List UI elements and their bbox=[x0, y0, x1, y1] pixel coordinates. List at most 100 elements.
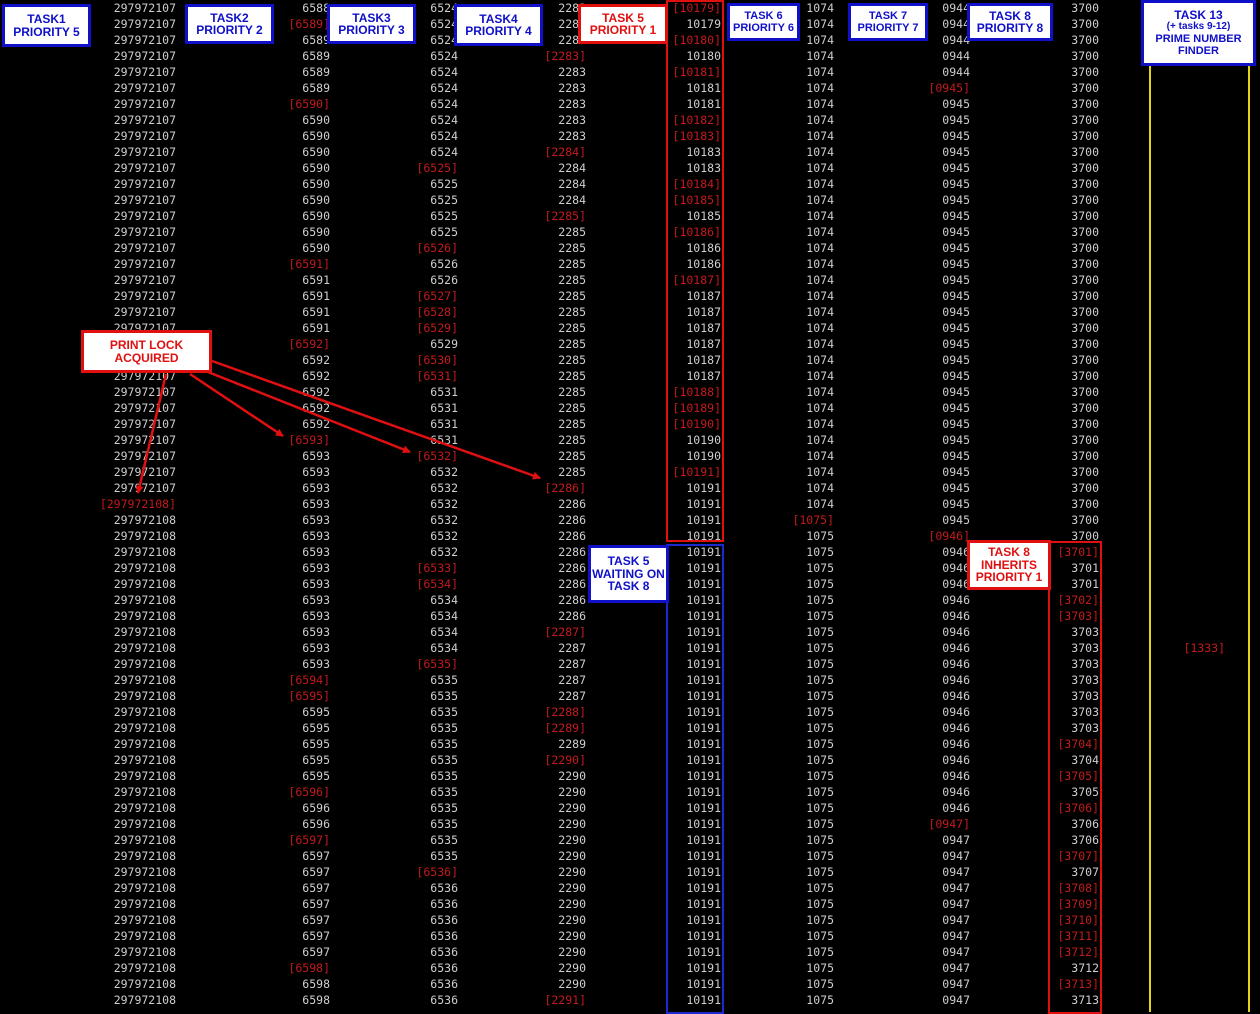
task6-cell: 1075 bbox=[806, 545, 834, 559]
task5-cell: 10191 bbox=[686, 833, 721, 847]
task7-cell: 0945 bbox=[942, 401, 970, 415]
task4-cell: 2289 bbox=[558, 737, 586, 751]
task5-cell: 10191 bbox=[686, 801, 721, 815]
task1-cell: 297972108 bbox=[113, 641, 176, 655]
task7-cell: 0946 bbox=[942, 625, 970, 639]
task3-cell: 6524 bbox=[430, 81, 458, 95]
task6-cell: 1074 bbox=[806, 97, 834, 111]
task2-cell: 6597 bbox=[302, 849, 330, 863]
task1-cell: 297972107 bbox=[113, 401, 176, 415]
task3-cell: 6525 bbox=[430, 225, 458, 239]
task1-cell: 297972108 bbox=[113, 753, 176, 767]
task6-cell: 1075 bbox=[806, 913, 834, 927]
task4-cell: 2290 bbox=[558, 945, 586, 959]
task3-cell: 6535 bbox=[430, 721, 458, 735]
print-lock-line1: PRINT LOCK bbox=[109, 338, 184, 352]
task2-cell-highlighted: [6592] bbox=[288, 337, 330, 351]
task8-cell: 3700 bbox=[1071, 241, 1099, 255]
task1-name: TASK1 bbox=[27, 12, 66, 26]
task7-cell: 0945 bbox=[942, 193, 970, 207]
task8-cell-highlighted: [3707] bbox=[1057, 849, 1099, 863]
task6-cell: 1075 bbox=[806, 929, 834, 943]
task8-cell: 3703 bbox=[1071, 673, 1099, 687]
task2-cell: 6589 bbox=[302, 81, 330, 95]
task8-cell: 3700 bbox=[1071, 65, 1099, 79]
task3-label: TASK3 PRIORITY 3 bbox=[327, 4, 416, 44]
task6-cell: 1075 bbox=[806, 529, 834, 543]
task8-cell: 3703 bbox=[1071, 721, 1099, 735]
task4-label: TASK4 PRIORITY 4 bbox=[454, 4, 543, 46]
task6-cell: 1075 bbox=[806, 561, 834, 575]
task5-cell: 10185 bbox=[686, 209, 721, 223]
task7-cell: 0946 bbox=[942, 593, 970, 607]
task8-inherits-line2: INHERITS bbox=[980, 557, 1037, 572]
task3-cell-highlighted: [6528] bbox=[416, 305, 458, 319]
task5-cell: 10191 bbox=[686, 913, 721, 927]
task1-cell: 297972107 bbox=[113, 273, 176, 287]
task3-cell: 6535 bbox=[430, 849, 458, 863]
task3-cell-highlighted: [6531] bbox=[416, 369, 458, 383]
task3-cell: 6524 bbox=[430, 129, 458, 143]
task3-cell: 6532 bbox=[430, 513, 458, 527]
task7-cell: 0945 bbox=[942, 241, 970, 255]
task6-cell: 1074 bbox=[806, 321, 834, 335]
task3-cell: 6524 bbox=[430, 17, 458, 31]
task6-cell: 1075 bbox=[806, 705, 834, 719]
task5-cell: 10186 bbox=[686, 257, 721, 271]
task7-cell: 0946 bbox=[942, 737, 970, 751]
task7-cell: 0945 bbox=[942, 465, 970, 479]
task1-cell: 297972108 bbox=[113, 769, 176, 783]
task6-cell: 1075 bbox=[806, 641, 834, 655]
task2-cell: 6595 bbox=[302, 753, 330, 767]
task8-cell: 3700 bbox=[1071, 513, 1099, 527]
task4-cell: 2286 bbox=[558, 577, 586, 591]
task4-cell: 2286 bbox=[558, 561, 586, 575]
task4-cell: 2285 bbox=[558, 305, 586, 319]
task8-cell: 3700 bbox=[1071, 401, 1099, 415]
task3-cell: 6524 bbox=[430, 145, 458, 159]
task6-cell: 1074 bbox=[806, 225, 834, 239]
task7-priority: PRIORITY 7 bbox=[857, 22, 919, 34]
task4-cell: 2285 bbox=[558, 273, 586, 287]
task1-cell: 297972107 bbox=[113, 17, 176, 31]
task7-cell: 0945 bbox=[942, 273, 970, 287]
task4-cell: 2285 bbox=[558, 289, 586, 303]
task3-cell: 6536 bbox=[430, 881, 458, 895]
task2-cell: 6592 bbox=[302, 353, 330, 367]
task1-cell: 297972108 bbox=[113, 593, 176, 607]
task2-cell: 6593 bbox=[302, 465, 330, 479]
task2-cell: 6590 bbox=[302, 209, 330, 223]
task13-cell-highlighted: [1333] bbox=[1183, 641, 1225, 655]
task1-cell: 297972107 bbox=[113, 1, 176, 15]
task4-cell: 2285 bbox=[558, 241, 586, 255]
task4-cell: 2290 bbox=[558, 785, 586, 799]
task5-cell: 10191 bbox=[686, 961, 721, 975]
task3-cell: 6535 bbox=[430, 769, 458, 783]
task6-cell: 1074 bbox=[806, 177, 834, 191]
task8-cell-highlighted: [3710] bbox=[1057, 913, 1099, 927]
task6-cell: 1074 bbox=[806, 145, 834, 159]
task5-cell: 10191 bbox=[686, 545, 721, 559]
task7-cell: 0945 bbox=[942, 337, 970, 351]
task4-cell-highlighted: [2284] bbox=[544, 145, 586, 159]
task7-cell: 0946 bbox=[942, 689, 970, 703]
task4-cell: 2290 bbox=[558, 977, 586, 991]
task7-cell: 0945 bbox=[942, 481, 970, 495]
task7-cell: 0945 bbox=[942, 113, 970, 127]
task2-cell: 6589 bbox=[302, 65, 330, 79]
task5-cell: 10183 bbox=[686, 161, 721, 175]
task6-cell: 1075 bbox=[806, 801, 834, 815]
task8-cell: 3700 bbox=[1071, 465, 1099, 479]
task5-cell: 10191 bbox=[686, 945, 721, 959]
task3-cell: 6532 bbox=[430, 481, 458, 495]
task3-cell: 6526 bbox=[430, 273, 458, 287]
task8-cell: 3700 bbox=[1071, 81, 1099, 95]
task4-cell: 2290 bbox=[558, 833, 586, 847]
task4-cell: 2287 bbox=[558, 673, 586, 687]
task8-cell: 3700 bbox=[1071, 497, 1099, 511]
task7-cell: 0945 bbox=[942, 321, 970, 335]
arrow-to-task3 bbox=[202, 368, 411, 454]
task8-cell: 3700 bbox=[1071, 33, 1099, 47]
task4-cell-highlighted: [2290] bbox=[544, 753, 586, 767]
